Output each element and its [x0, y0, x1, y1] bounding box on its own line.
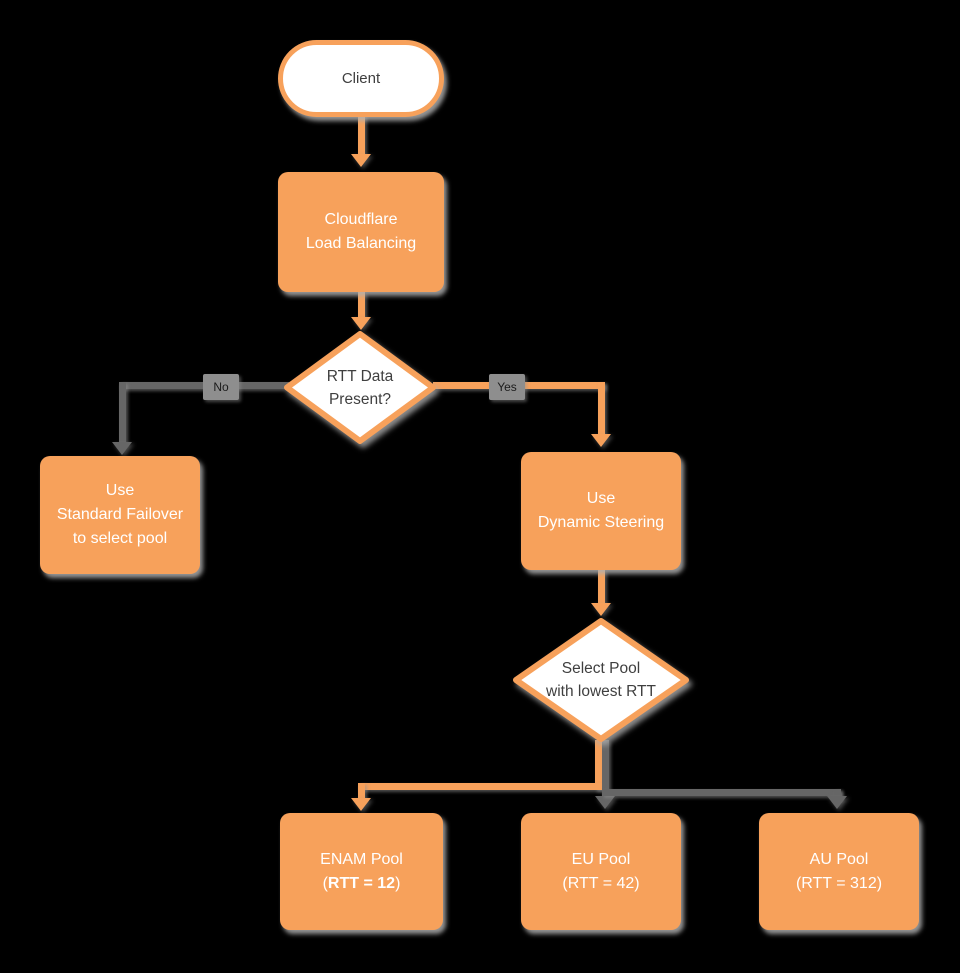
connector-select-to-eu-vertical	[602, 740, 609, 798]
load-balancer-label-line2: Load Balancing	[305, 235, 417, 252]
edge-label-yes-text: Yes	[497, 380, 517, 394]
rtt-decision-label-line2: Present?	[328, 390, 392, 408]
client-label: Client	[341, 70, 381, 87]
rtt-decision-label: RTT Data Present?	[283, 330, 437, 445]
rtt-decision-diamond: RTT Data Present?	[283, 330, 437, 445]
select-pool-label-line2: with lowest RTT	[546, 683, 656, 700]
arrowhead-down-icon	[351, 798, 371, 811]
enam-rtt-close: )	[395, 874, 401, 892]
arrowhead-down-icon	[351, 317, 371, 330]
client-node: Client	[278, 40, 444, 117]
dynamic-steering-label-line1: Use	[586, 490, 616, 507]
dynamic-steering-label-line2: Dynamic Steering	[537, 514, 665, 531]
edge-label-no-text: No	[213, 380, 229, 394]
eu-pool-node: EU Pool (RTT = 42)	[521, 813, 681, 930]
rtt-decision-label-line1: RTT Data	[326, 367, 394, 385]
standard-failover-label-line1: Use	[105, 482, 135, 499]
connector-lb-to-rtt	[358, 292, 365, 320]
select-pool-label-line1: Select Pool	[561, 660, 641, 677]
enam-rtt-open: (	[322, 874, 328, 892]
edge-label-yes: Yes	[489, 374, 525, 400]
enam-pool-node: ENAM Pool (RTT = 12)	[280, 813, 443, 930]
connector-select-to-enam-horizontal	[358, 783, 602, 790]
arrowhead-down-icon	[112, 442, 132, 455]
connector-select-to-au-horizontal	[602, 789, 841, 796]
connector-client-to-lb	[358, 112, 365, 156]
connector-select-to-enam-vertical	[358, 783, 365, 800]
connector-rtt-no-vertical	[119, 382, 126, 444]
standard-failover-label-line2: Standard Failover	[56, 506, 184, 523]
load-balancer-node: Cloudflare Load Balancing	[278, 172, 444, 292]
connector-rtt-yes-vertical	[598, 382, 605, 436]
edge-label-no: No	[203, 374, 239, 400]
standard-failover-node: Use Standard Failover to select pool	[40, 456, 200, 574]
arrowhead-down-icon	[595, 796, 615, 809]
select-pool-diamond: Select Pool with lowest RTT	[512, 617, 690, 743]
eu-pool-label-line2: (RTT = 42)	[562, 874, 640, 892]
arrowhead-down-icon	[591, 603, 611, 616]
connector-select-to-enam-drop	[595, 740, 602, 790]
arrowhead-down-icon	[351, 154, 371, 167]
au-pool-label-line2: (RTT = 312)	[795, 874, 883, 892]
enam-rtt-value: RTT = 12	[327, 874, 396, 892]
dynamic-steering-node: Use Dynamic Steering	[521, 452, 681, 570]
au-pool-node: AU Pool (RTT = 312)	[759, 813, 919, 930]
connector-ds-to-select	[598, 570, 605, 605]
arrowhead-down-icon	[827, 796, 847, 809]
select-pool-shape	[513, 618, 689, 742]
load-balancer-label-line1: Cloudflare	[324, 211, 398, 228]
enam-pool-label-line1: ENAM Pool	[320, 850, 403, 868]
au-pool-label-line1: AU Pool	[809, 850, 869, 868]
select-pool-label: Select Pool with lowest RTT	[512, 617, 690, 743]
enam-pool-label-line2: (RTT = 12)	[323, 872, 401, 896]
eu-pool-label-line1: EU Pool	[571, 850, 631, 868]
rtt-decision-shape	[284, 331, 436, 444]
connector-select-to-au-vertical	[834, 789, 841, 800]
standard-failover-label-line3: to select pool	[72, 530, 168, 547]
arrowhead-down-icon	[591, 434, 611, 447]
